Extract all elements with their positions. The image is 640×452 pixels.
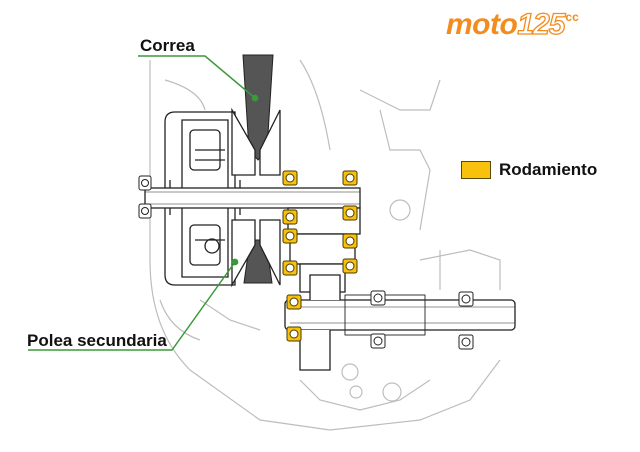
leader-lines [28, 55, 259, 351]
belt-label: Correa [140, 36, 195, 55]
highlighted-bearings [282, 170, 358, 342]
bearing-8 [342, 258, 358, 274]
bearing-4 [342, 205, 358, 221]
bearing-legend: Rodamiento [461, 160, 597, 180]
bearing-legend-label: Rodamiento [499, 160, 598, 179]
logo-text-suffix: cc [565, 10, 579, 24]
plain-bearings [138, 175, 474, 350]
bearing-9 [286, 294, 302, 310]
logo-text-main: moto [446, 8, 518, 41]
bearing-7 [282, 260, 298, 276]
logo-text-number: 125 [517, 7, 566, 41]
belt-leader-line [138, 55, 256, 99]
secondary-pulley-label: Polea secundaria [27, 331, 167, 350]
bearing-legend-swatch [461, 161, 491, 179]
bearing-3 [282, 209, 298, 225]
bearing-6 [342, 233, 358, 249]
secondary-pulley-assembly [164, 107, 281, 288]
moto125cc-logo: moto 125 cc [446, 7, 579, 42]
bearing-1 [282, 170, 298, 186]
pulley-leader-line [28, 261, 236, 351]
bearing-10 [286, 326, 302, 342]
shafts [144, 187, 516, 371]
bearing-5 [282, 228, 298, 244]
housing-outline [149, 59, 501, 431]
bearing-2 [342, 170, 358, 186]
